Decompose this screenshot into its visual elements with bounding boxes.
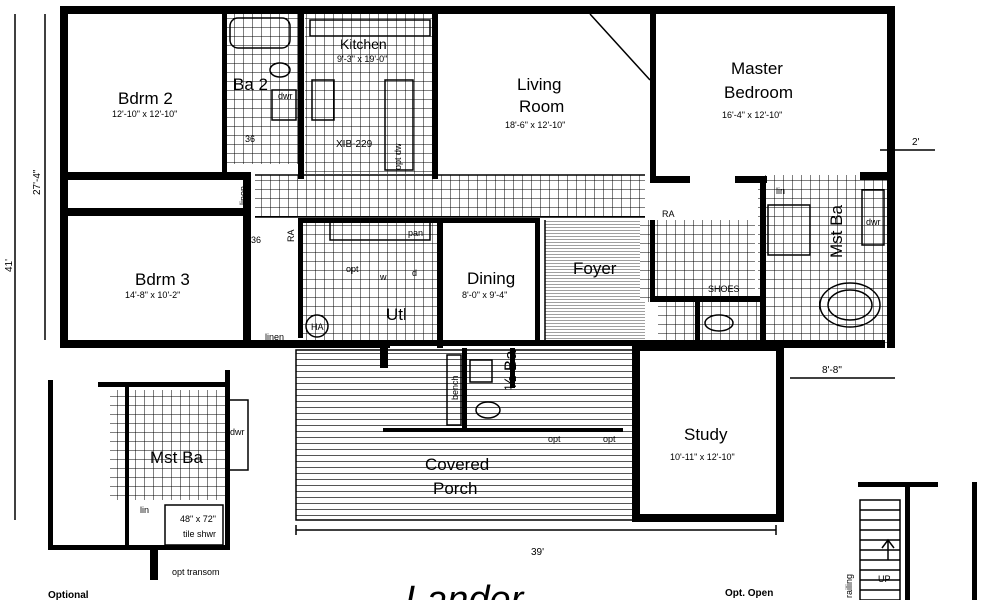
dwr-label: dwr [278,91,293,101]
room-labels: Bdrm 2 12'-10" x 12'-10" Ba 2 Kitchen 9'… [112,36,846,498]
master-size: 16'-4" x 12'-10" [722,110,782,120]
door-36-b: 36 [251,235,261,245]
optional-open-inset [858,482,977,600]
railing-label: railing [844,574,854,598]
ra-label-2: RA [662,209,675,219]
living-size: 18'-6" x 12'-10" [505,120,565,130]
right-offset: 2' [912,137,920,148]
depth-total: 41' [4,259,15,272]
width: 39' [531,547,544,558]
pan-label: pan [408,228,423,238]
bdrm3-name: Bdrm 3 [135,270,190,289]
dining-size: 8'-0" x 9'-4" [462,290,507,300]
bdrm2-name: Bdrm 2 [118,89,173,108]
dining-name: Dining [467,269,515,288]
opt-label-1: opt [548,434,561,444]
mst-ba-name: Mst Ba [827,205,846,258]
porch-name-1: Covered [425,455,489,474]
model-logo: Lander [405,579,525,600]
opt-lin-label: lin [140,505,149,515]
transom-label: opt transom [172,567,220,577]
foyer-name: Foyer [573,259,617,278]
optional-master-bath-inset [48,370,249,580]
fixture-labels: dwr 36 36 opt dw pan opt w d linen linen… [140,91,891,598]
dwr-label-2: dwr [866,217,881,227]
captions: Optional Opt. Open Lander [48,579,773,600]
interior-walls [68,14,767,432]
opt-mst-ba-name: Mst Ba [150,448,203,467]
ha-label: HA [311,322,324,332]
study-name: Study [684,425,728,444]
master-name-1: Master [731,59,783,78]
master-name-2: Bedroom [724,83,793,102]
bench-label: bench [450,375,460,400]
bdrm3-size: 14'-8" x 10'-2" [125,290,180,300]
opt-label: opt [346,264,359,274]
utl-name: Utl [386,305,407,324]
fixtures [229,13,885,426]
shoes-label: SHOES [708,284,740,294]
porch-name-2: Porch [433,479,477,498]
up-label: UP [878,574,891,584]
linen-label-2: linen [265,332,284,342]
opt-dwr-label: dwr [230,427,245,437]
kitchen-size: 9'-3" x 19'-0" [337,54,387,64]
kitchen-name: Kitchen [340,36,387,52]
covered-porch [295,349,637,521]
door-36-a: 36 [245,134,255,144]
shower-size: 48" x 72" [180,514,216,524]
dimension-lines [14,14,935,535]
optional-caption: Optional [48,590,89,600]
living-name-2: Room [519,97,564,116]
living-name-1: Living [517,75,561,94]
right-bump: 8'-8" [822,365,842,376]
bdrm2-size: 12'-10" x 12'-10" [112,109,177,119]
washer-label: w [379,272,387,282]
ra-label: RA [286,229,296,242]
kitchen-model: XIB-229 [336,139,373,150]
half-ba-name: ½ Ba [501,350,520,390]
opt-dw-label: opt dw [393,143,403,170]
shower-type: tile shwr [183,529,216,539]
dryer-label: d [412,268,417,278]
opt-open-caption: Opt. Open [725,588,773,599]
linen-label-1: linen [238,186,248,205]
depth-upper: 27'-4" [32,169,43,195]
ba2-name: Ba 2 [233,75,268,94]
opt-label-2: opt [603,434,616,444]
dimension-labels: 27'-4" 41' 39' 2' 8'-8" [4,137,920,558]
lin-label: lin [776,186,785,196]
study-size: 10'-11" x 12'-10" [670,452,735,462]
